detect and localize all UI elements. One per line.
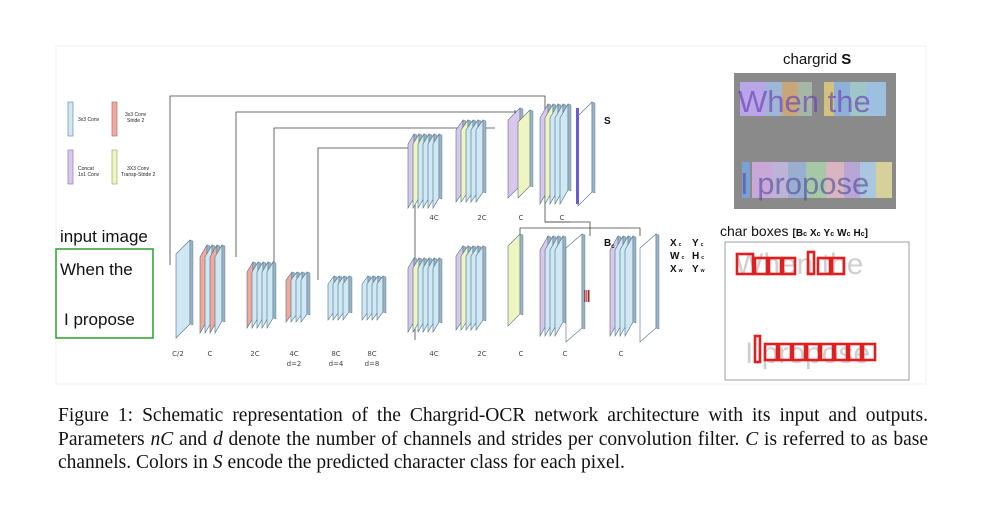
legend-item-conv: 3x3 Conv: [67, 101, 100, 137]
legend-label: Transp-Stride 2: [121, 172, 155, 178]
char-box: [763, 342, 779, 362]
decoder-bottom-label: 4C: [429, 350, 438, 358]
legend-label: Stride 2: [127, 118, 144, 124]
output-channel-accent: [576, 108, 579, 204]
encoder-label: 8C: [367, 350, 376, 358]
layer-block: [507, 233, 524, 327]
layer-block: [376, 275, 387, 321]
layer-block: [639, 233, 660, 343]
decoder-top-labels: 4C 2C C C: [429, 214, 564, 222]
decoder-top-label: 4C: [429, 214, 438, 222]
char-box: [791, 342, 807, 362]
box-channel-accent: [588, 290, 590, 302]
box-channel-accent: [584, 290, 586, 302]
char-box: [777, 342, 793, 362]
box-channel-accent: [586, 290, 588, 302]
legend-item-transp: 3X3 Conv Transp-Stride 2: [111, 149, 155, 185]
output-B-label: Bc: [604, 238, 615, 250]
layer-block: [475, 119, 487, 203]
output-S-label: S: [604, 116, 611, 127]
legend-label: 1x1 Conv: [78, 172, 100, 178]
char-box: [735, 252, 755, 276]
layer-block: [565, 233, 586, 343]
char-box: [781, 256, 797, 276]
layer-block: [214, 243, 226, 335]
decoder-top-label: 2C: [477, 214, 486, 222]
encoder-label: 4C: [289, 350, 298, 358]
encoder-sublabel: d=8: [365, 360, 380, 368]
legend-label: 3x3 Conv: [78, 117, 100, 123]
legend-item-concat: Concat 1x1 Conv: [67, 149, 100, 185]
char-box: [805, 342, 821, 362]
figure-caption: Figure 1: Schematic representation of th…: [58, 405, 928, 473]
decoder-top-label: C: [519, 214, 524, 222]
input-image: input image When the I propose: [55, 227, 154, 339]
encoder-sublabel: d=4: [329, 360, 344, 368]
chargrid-text-2: I propose: [740, 166, 869, 201]
char-box: [816, 256, 832, 276]
layer-block: [175, 239, 194, 339]
encoder-label: C: [208, 350, 213, 358]
encoder-labels: C/2 C 2C 4C d=2 8C d=4 8C d=8: [172, 350, 379, 368]
layer-block: [266, 260, 277, 330]
layer-block: [517, 109, 534, 199]
legend-item-conv-stride: 3x3 Conv Stride 2: [111, 101, 147, 137]
layer-block: [432, 256, 443, 334]
layer-block: [624, 234, 637, 338]
architecture-figure: 3x3 Conv 3x3 Conv Stride 2 Concat 1x1 Co…: [55, 45, 927, 385]
legend: 3x3 Conv 3x3 Conv Stride 2 Concat 1x1 Co…: [67, 101, 155, 185]
char-box: [806, 250, 816, 276]
layer-block: [577, 101, 596, 207]
decoder-bottom-label: C: [563, 350, 568, 358]
chargrid-text-1: When the: [738, 84, 871, 119]
char-box: [753, 256, 769, 276]
charboxes-ghost-text-1: When the: [735, 248, 863, 281]
legend-label: 3x3 Conv: [125, 112, 147, 118]
legend-label: 3X3 Conv: [127, 166, 149, 172]
char-box: [819, 342, 835, 362]
decoder-bottom-label: 2C: [477, 350, 486, 358]
network-blocks: [175, 101, 660, 343]
char-box: [753, 334, 762, 364]
decoder-bottom-labels: 4C 2C C C C: [429, 350, 623, 358]
legend-label: Concat: [78, 166, 94, 172]
layer-block: [300, 271, 311, 323]
char-box: [830, 256, 846, 276]
input-label: input image: [60, 227, 148, 246]
decoder-top-label: C: [560, 214, 565, 222]
layer-block: [475, 245, 487, 331]
encoder-label: 2C: [250, 350, 259, 358]
char-box: [847, 342, 863, 362]
input-text-line-1: When the: [60, 260, 133, 279]
decoder-bottom-label: C: [619, 350, 624, 358]
predicted-char-boxes: [735, 250, 877, 364]
input-text-line-2: I propose: [64, 310, 135, 329]
layer-block: [554, 234, 567, 338]
encoder-label: 8C: [331, 350, 340, 358]
decoder-bottom-label: C: [519, 350, 524, 358]
char-box: [861, 342, 877, 362]
layer-block: [432, 132, 443, 210]
encoder-label: C/2: [172, 350, 184, 358]
char-box: [767, 256, 783, 276]
char-box: [833, 342, 849, 362]
encoder-sublabel: d=2: [287, 360, 302, 368]
layer-block: [559, 102, 572, 206]
layer-block: [342, 275, 353, 321]
